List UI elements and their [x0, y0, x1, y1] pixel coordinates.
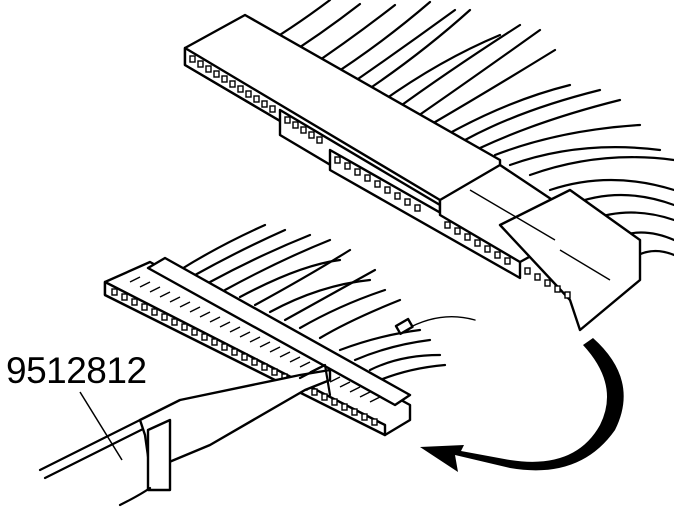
pin-removal-tool	[38, 363, 332, 507]
terminal-pin	[394, 317, 414, 336]
lower-pin-row	[111, 288, 378, 426]
part-number-callout: 9512812	[6, 350, 147, 391]
curved-arrow-icon	[420, 338, 624, 472]
upper-connector	[183, 13, 642, 332]
callout-leader-line	[79, 391, 123, 461]
upper-pin-row-1	[189, 55, 571, 299]
lower-connector	[103, 256, 412, 437]
lower-wires	[178, 223, 476, 382]
